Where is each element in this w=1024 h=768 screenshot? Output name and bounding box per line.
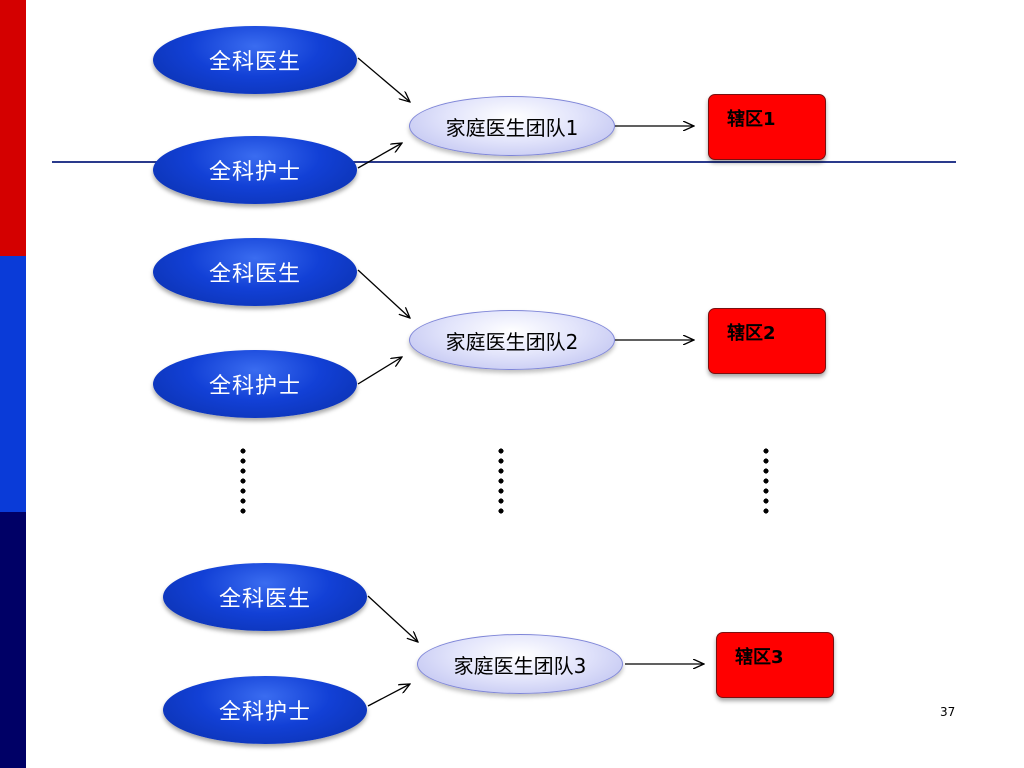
continuation-dots-right	[763, 446, 769, 518]
family-doctor-team-node-2: 家庭医生团队2	[409, 310, 615, 370]
arrow-doctor-to-team-1	[357, 57, 410, 102]
district-box-3: 辖区3	[716, 632, 834, 698]
header-divider-line	[52, 161, 956, 163]
general-nurse-node-3: 全科护士	[163, 676, 367, 744]
general-doctor-node-2: 全科医生	[153, 238, 357, 306]
arrow-doctor-to-team-3	[367, 595, 418, 642]
arrow-doctor-to-team-2	[357, 269, 410, 318]
general-nurse-node-2: 全科护士	[153, 350, 357, 418]
side-bar-blue	[0, 256, 26, 512]
family-doctor-team-node-3: 家庭医生团队3	[417, 634, 623, 694]
family-doctor-team-node-1: 家庭医生团队1	[409, 96, 615, 156]
arrow-nurse-to-team-1	[357, 143, 402, 169]
general-doctor-node-1: 全科医生	[153, 26, 357, 94]
continuation-dots-left	[240, 446, 246, 518]
continuation-dots-middle	[498, 446, 504, 518]
general-doctor-node-3: 全科医生	[163, 563, 367, 631]
arrow-nurse-to-team-2	[357, 357, 402, 385]
side-bar-red	[0, 0, 26, 256]
general-nurse-node-1: 全科护士	[153, 136, 357, 204]
arrow-nurse-to-team-3	[367, 684, 410, 707]
page-number: 37	[940, 705, 956, 719]
district-box-1: 辖区1	[708, 94, 826, 160]
side-bar-navy	[0, 512, 26, 768]
district-box-2: 辖区2	[708, 308, 826, 374]
